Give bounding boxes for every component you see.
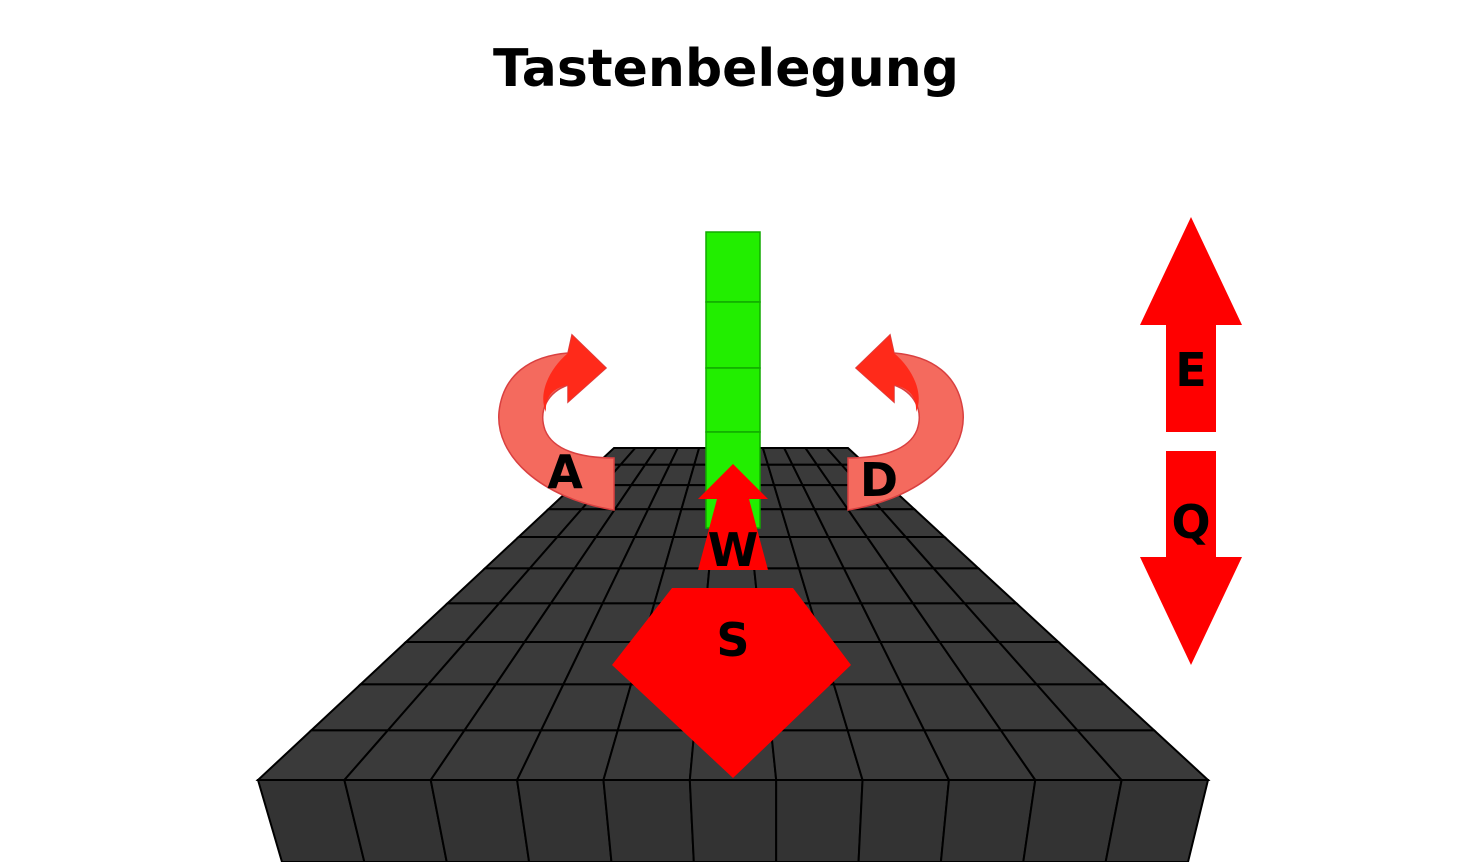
down-arrow-icon [1140,451,1242,665]
floor-side-tile [1022,779,1123,862]
up-arrow-icon [1140,217,1242,432]
key-d-label: D [860,453,898,507]
forward-arrow-icon [698,464,768,570]
key-s-label: S [716,613,749,667]
diagram-title: Tastenbelegung [493,39,959,99]
floor-side-tile [857,779,951,862]
floor-side-tile [775,779,864,862]
floor-side-tile [688,779,778,862]
floor-side-tile [939,779,1037,862]
floor-side-tile [429,779,531,862]
floor-tile [602,729,696,781]
key-w-label: W [708,523,759,577]
floor-side-tile [602,779,695,862]
column-block [705,367,761,433]
floor-tile [769,729,864,781]
rotate-left-arrow-icon [498,333,615,511]
rotate-right-arrow-icon [847,333,964,511]
floor-side-tile [1104,779,1210,862]
floor-side-tile [515,779,613,862]
back-arrow-icon [612,588,851,778]
column-block [705,301,761,369]
key-e-label: E [1175,343,1206,397]
key-q-label: Q [1171,495,1210,549]
key-a-label: A [547,445,583,499]
floor-side-tile [343,779,448,862]
column-block [705,231,761,303]
floor-side-tile [256,779,366,862]
